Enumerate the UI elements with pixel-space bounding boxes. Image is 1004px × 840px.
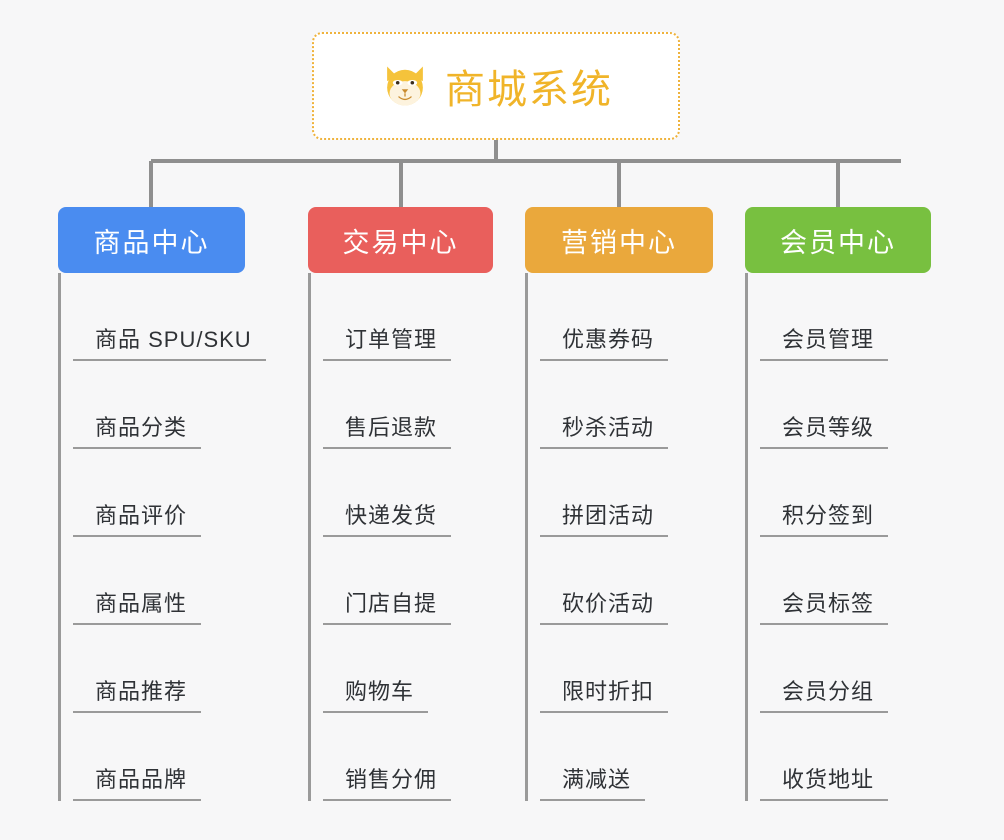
leaf-item[interactable]: 商品推荐 [73,625,266,713]
leaf-item[interactable]: 商品分类 [73,361,266,449]
leaf-label: 商品分类 [73,410,202,449]
leaf-label: 快递发货 [323,498,452,537]
leaf-label: 积分签到 [760,498,889,537]
leaf-label: 满减送 [540,762,646,801]
leaf-item[interactable]: 积分签到 [760,449,931,537]
leaf-label: 砍价活动 [540,586,669,625]
leaf-item[interactable]: 商品评价 [73,449,266,537]
branch-header-label: 会员中心 [780,227,896,258]
branch-spine [745,273,748,801]
leaf-label: 销售分佣 [323,762,452,801]
leaf-item[interactable]: 拼团活动 [540,449,713,537]
leaf-item[interactable]: 满减送 [540,713,713,801]
leaf-item[interactable]: 商品 SPU/SKU [73,273,266,361]
leaf-label: 售后退款 [323,410,452,449]
leaf-label: 拼团活动 [540,498,669,537]
branch-spine [308,273,311,801]
leaf-label: 订单管理 [323,322,452,361]
branch-header-trade[interactable]: 交易中心 [308,207,493,273]
leaf-item[interactable]: 订单管理 [323,273,493,361]
leaf-item[interactable]: 秒杀活动 [540,361,713,449]
leaf-label: 会员标签 [760,586,889,625]
branch-header-member[interactable]: 会员中心 [745,207,931,273]
branch-items-marketing: 优惠券码 秒杀活动 拼团活动 砍价活动 限时折扣 满减送 [525,273,713,801]
leaf-item[interactable]: 优惠券码 [540,273,713,361]
branch-header-label: 交易中心 [342,227,459,258]
branch-items-product: 商品 SPU/SKU 商品分类 商品评价 商品属性 商品推荐 商品品牌 [58,273,266,801]
branch-header-label: 商品中心 [93,227,210,258]
branch-spine [525,273,528,801]
branch-column-marketing: 营销中心 优惠券码 秒杀活动 拼团活动 砍价活动 限时折扣 满减送 [525,207,713,801]
branch-header-product[interactable]: 商品中心 [58,207,245,273]
leaf-label: 门店自提 [323,586,452,625]
root-node[interactable]: 商城系统 [312,32,680,140]
leaf-label: 优惠券码 [540,322,669,361]
leaf-item[interactable]: 会员标签 [760,537,931,625]
leaf-item[interactable]: 售后退款 [323,361,493,449]
leaf-item[interactable]: 商品品牌 [73,713,266,801]
leaf-item[interactable]: 会员管理 [760,273,931,361]
leaf-item[interactable]: 砍价活动 [540,537,713,625]
leaf-label: 购物车 [323,674,429,713]
leaf-label: 限时折扣 [540,674,669,713]
leaf-item[interactable]: 销售分佣 [323,713,493,801]
leaf-label: 秒杀活动 [540,410,669,449]
leaf-label: 商品推荐 [73,674,202,713]
branch-column-product: 商品中心 商品 SPU/SKU 商品分类 商品评价 商品属性 商品推荐 商品品牌 [58,207,266,801]
leaf-label: 收货地址 [760,762,889,801]
leaf-label: 会员等级 [760,410,889,449]
leaf-item[interactable]: 快递发货 [323,449,493,537]
root-title: 商城系统 [445,68,613,112]
branch-items-member: 会员管理 会员等级 积分签到 会员标签 会员分组 收货地址 [745,273,931,801]
leaf-label: 商品 SPU/SKU [73,322,266,361]
leaf-item[interactable]: 会员等级 [760,361,931,449]
branch-header-marketing[interactable]: 营销中心 [525,207,713,273]
branch-spine [58,273,61,801]
shiba-dog-face-icon [379,60,431,112]
leaf-label: 会员管理 [760,322,889,361]
leaf-label: 商品品牌 [73,762,202,801]
leaf-label: 会员分组 [760,674,889,713]
branch-column-trade: 交易中心 订单管理 售后退款 快递发货 门店自提 购物车 销售分佣 [308,207,493,801]
leaf-item[interactable]: 限时折扣 [540,625,713,713]
branch-column-member: 会员中心 会员管理 会员等级 积分签到 会员标签 会员分组 收货地址 [745,207,931,801]
leaf-item[interactable]: 收货地址 [760,713,931,801]
branch-items-trade: 订单管理 售后退款 快递发货 门店自提 购物车 销售分佣 [308,273,493,801]
leaf-label: 商品属性 [73,586,202,625]
leaf-item[interactable]: 会员分组 [760,625,931,713]
leaf-item[interactable]: 门店自提 [323,537,493,625]
branch-header-label: 营销中心 [561,227,677,258]
leaf-item[interactable]: 购物车 [323,625,493,713]
leaf-item[interactable]: 商品属性 [73,537,266,625]
leaf-label: 商品评价 [73,498,202,537]
